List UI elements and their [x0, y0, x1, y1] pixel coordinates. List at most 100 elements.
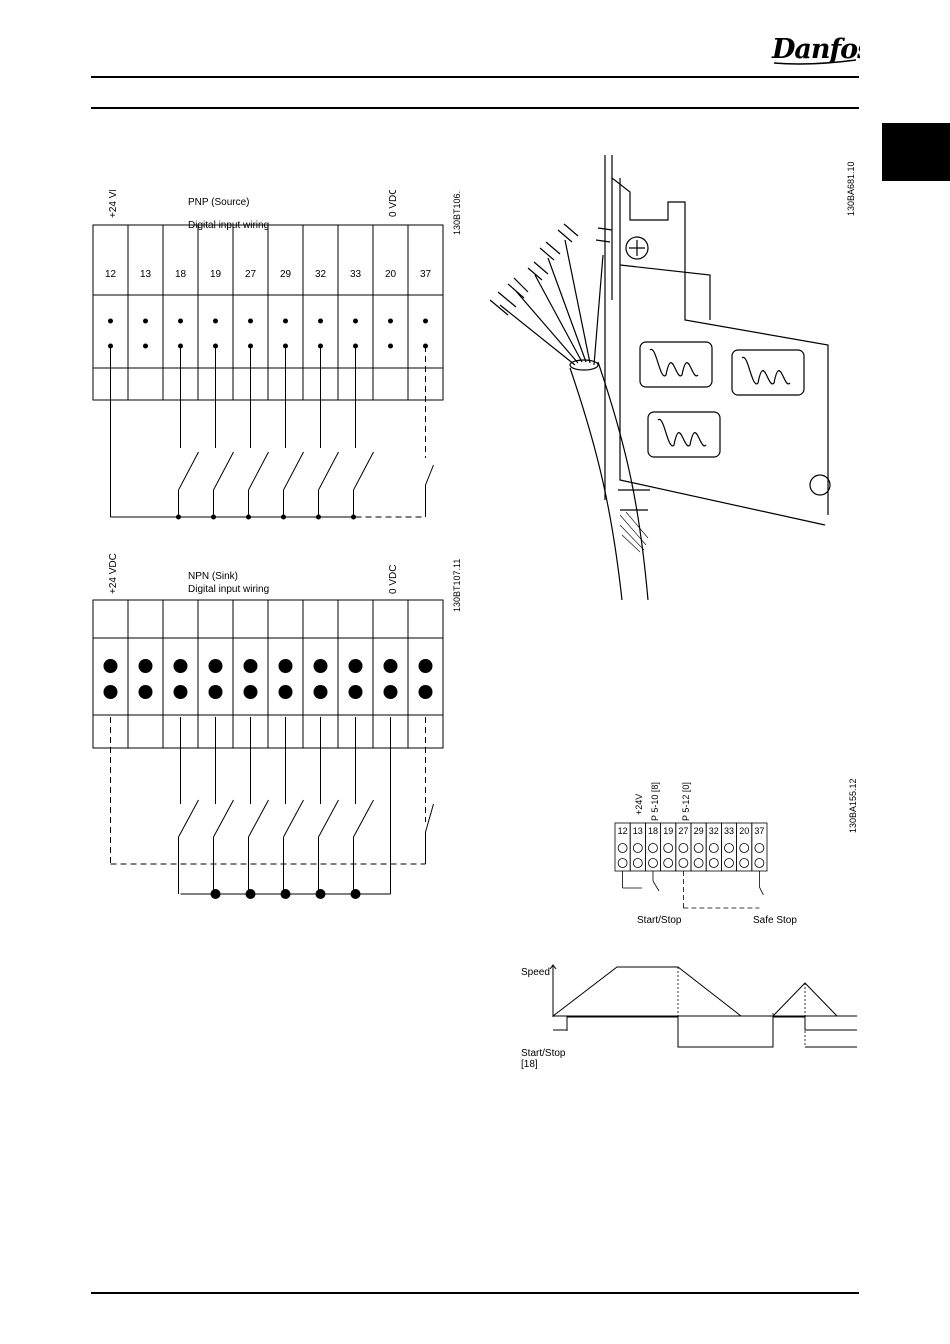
ss-terminal-hole	[708, 858, 719, 868]
header-rule-top	[91, 76, 859, 78]
pnp-wiring-diagram: PNP (Source) Digital input wiring +24 VD…	[92, 190, 462, 520]
ss-terminal-label-33: 33	[724, 826, 734, 836]
terminal-dot	[248, 318, 253, 324]
npn-switch-contact	[213, 799, 234, 838]
ss-terminal-hole	[648, 843, 658, 853]
pnp-title: PNP (Source)	[188, 197, 250, 208]
terminal-dot	[173, 685, 188, 699]
npn-switch-contact	[353, 799, 374, 838]
pnp-switch-contact	[213, 451, 234, 491]
timing-input-label: Start/Stop	[521, 1048, 566, 1059]
terminal-dot	[178, 318, 183, 324]
pnp-safe-contact	[425, 464, 434, 486]
pnp-right-voltage: 0 VDC	[388, 190, 399, 217]
npn-switch-contact	[283, 799, 304, 838]
ss-terminal-label-18: 18	[648, 826, 658, 836]
npn-bus-node	[350, 889, 361, 899]
terminal-dot	[243, 659, 258, 673]
ss-terminal-label-29: 29	[694, 826, 704, 836]
ss-terminal-hole	[617, 843, 628, 853]
npn-bus-node	[210, 889, 221, 899]
npn-bus-node	[280, 889, 291, 899]
svg-text:Danfoss: Danfoss	[771, 34, 860, 65]
pnp-bus-node	[316, 514, 321, 520]
ss-terminal-label-27: 27	[678, 826, 688, 836]
npn-switch-contact	[178, 799, 199, 838]
terminal-label-37: 37	[420, 269, 432, 280]
ss-terminal-label-37: 37	[754, 826, 764, 836]
chapter-tab	[882, 123, 950, 181]
ss-terminal-hole	[708, 843, 719, 853]
npn-subtitle: Digital input wiring	[188, 584, 269, 595]
ss-terminal-hole	[678, 843, 689, 853]
ss-start-stop-label: Start/Stop	[637, 915, 682, 926]
terminal-label-33: 33	[350, 269, 362, 280]
header-rule-bottom	[91, 107, 859, 109]
terminal-dot	[208, 685, 223, 699]
pnp-bus-node	[246, 514, 251, 520]
ss-terminal-hole	[693, 843, 704, 853]
ss-terminal-hole	[693, 858, 704, 868]
ss-safe-stop-label: Safe Stop	[753, 915, 797, 926]
pnp-switch-contact	[283, 451, 304, 491]
pnp-bus-node	[281, 514, 286, 520]
terminal-dot	[243, 685, 258, 699]
terminal-label-20: 20	[385, 269, 397, 280]
terminal-dot	[353, 318, 358, 324]
terminal-label-12: 12	[105, 269, 117, 280]
footer-rule	[91, 1292, 859, 1294]
npn-switch-contact	[318, 799, 339, 838]
ss-terminal-label-19: 19	[663, 826, 673, 836]
terminal-dot	[283, 318, 288, 324]
ss-terminal-hole	[739, 858, 750, 868]
ss-terminal-label-13: 13	[633, 826, 643, 836]
terminal-dot	[138, 685, 153, 699]
pnp-switch-contact	[318, 451, 339, 491]
npn-title: NPN (Sink)	[188, 571, 238, 582]
terminal-dot	[208, 659, 223, 673]
npn-bus-node	[315, 889, 326, 899]
terminal-dot	[423, 318, 428, 324]
terminal-label-18: 18	[175, 269, 187, 280]
ss-terminal-hole	[724, 858, 734, 868]
speed-timing-diagram: Speed Start/Stop [18]	[521, 964, 857, 1070]
ss-terminal-label-12: 12	[618, 826, 628, 836]
danfoss-logo: Danfoss	[771, 34, 860, 65]
terminal-dot	[383, 685, 398, 699]
ss-terminal-hole	[632, 843, 643, 853]
npn-safe-contact	[425, 803, 434, 833]
terminal-dot	[418, 685, 433, 699]
ss-safe-switch	[759, 886, 764, 896]
terminal-label-19: 19	[210, 269, 222, 280]
npn-right-voltage: 0 VDC	[388, 565, 399, 594]
terminal-label-29: 29	[280, 269, 292, 280]
pnp-left-voltage: +24 VDC	[108, 190, 119, 218]
terminal-dot	[278, 685, 293, 699]
ss-param-5-12: P 5-12 [0]	[681, 782, 691, 821]
ss-terminal-hole	[754, 858, 765, 868]
ss-terminal-label-20: 20	[739, 826, 749, 836]
terminal-dot	[388, 318, 393, 324]
ss-terminal-hole	[754, 843, 765, 853]
cable-connection-illustration: 130BA681.10	[489, 155, 856, 600]
terminal-dot	[383, 659, 398, 673]
pnp-bus-node	[351, 514, 356, 520]
ss-terminal-hole	[617, 858, 628, 868]
pnp-bus-node	[211, 514, 216, 520]
terminal-dot	[108, 318, 113, 324]
npn-wiring-diagram: NPN (Sink) Digital input wiring +24 VDC …	[92, 553, 462, 899]
cable-figure-code: 130BA681.10	[846, 161, 856, 216]
pnp-figure-code: 130BT106.10	[452, 190, 462, 235]
terminal-dot	[418, 659, 433, 673]
terminal-dot	[213, 318, 218, 324]
terminal-label-32: 32	[315, 269, 327, 280]
terminal-dot	[313, 685, 328, 699]
ss-terminal-hole	[739, 843, 750, 853]
ss-terminal-hole	[632, 858, 643, 868]
terminal-dot	[318, 318, 323, 324]
terminal-dot	[103, 659, 118, 673]
terminal-dot	[388, 343, 393, 349]
